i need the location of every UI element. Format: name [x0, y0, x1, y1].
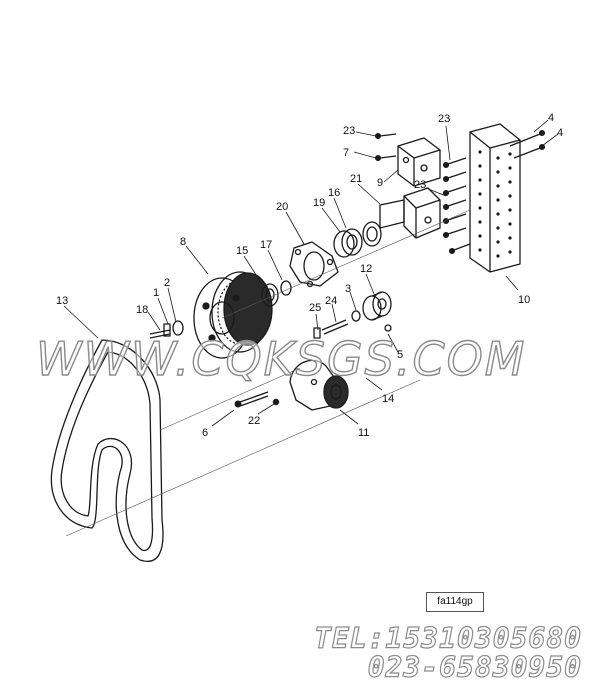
callout-11: 11	[358, 427, 369, 439]
callout-8: 8	[180, 236, 186, 248]
callout-19: 19	[313, 197, 325, 209]
tensioner-bolts	[234, 391, 280, 408]
cap-screws	[374, 129, 546, 255]
callout-7: 7	[343, 147, 349, 159]
callout-labels: 1 2 3 4 4 5 6 7 8 9 10 11 12 13 14 15 16…	[56, 112, 563, 439]
idler-shaft-housing	[379, 187, 441, 239]
callout-6: 6	[202, 427, 208, 439]
callout-1: 1	[153, 287, 159, 299]
leader-lines	[63, 119, 559, 427]
contact-fax: 023-65830950	[367, 650, 582, 684]
callout-5: 5	[397, 349, 403, 361]
crankshaft-pulley	[193, 271, 273, 359]
callout-4b: 4	[557, 127, 563, 139]
assembly-lines	[65, 209, 471, 537]
mounting-plate	[469, 123, 521, 273]
callout-2: 2	[164, 277, 170, 289]
callout-20: 20	[276, 201, 288, 213]
callout-23b: 23	[438, 113, 450, 125]
callout-24: 24	[325, 295, 337, 307]
callout-23c: 23	[414, 179, 426, 191]
callout-23a: 23	[343, 125, 355, 137]
small-fasteners	[313, 310, 392, 339]
belt-tensioner	[289, 359, 349, 411]
callout-14: 14	[382, 393, 394, 405]
figure-reference: fa114gp	[426, 592, 484, 612]
callout-12: 12	[360, 263, 372, 275]
contact-tel: TEL:15310305680	[314, 621, 582, 655]
callout-18: 18	[136, 304, 148, 316]
callout-4a: 4	[548, 112, 554, 124]
callout-15: 15	[236, 245, 248, 257]
callout-17: 17	[260, 239, 272, 251]
idler-pulley	[362, 291, 392, 321]
bearings	[333, 221, 382, 258]
callout-22: 22	[248, 415, 260, 427]
callout-10: 10	[518, 294, 530, 306]
hub-flange	[289, 241, 339, 288]
washer-and-bolt	[149, 320, 184, 339]
tensioner-bracket	[397, 137, 441, 187]
drive-belt	[50, 339, 164, 562]
callout-25: 25	[309, 302, 321, 314]
callout-3: 3	[345, 283, 351, 295]
callout-9: 9	[377, 177, 383, 189]
watermark: WWW.CQKSGS.COM	[35, 331, 527, 386]
callout-13: 13	[56, 295, 68, 307]
callout-16: 16	[328, 187, 340, 199]
callout-21: 21	[350, 173, 362, 185]
